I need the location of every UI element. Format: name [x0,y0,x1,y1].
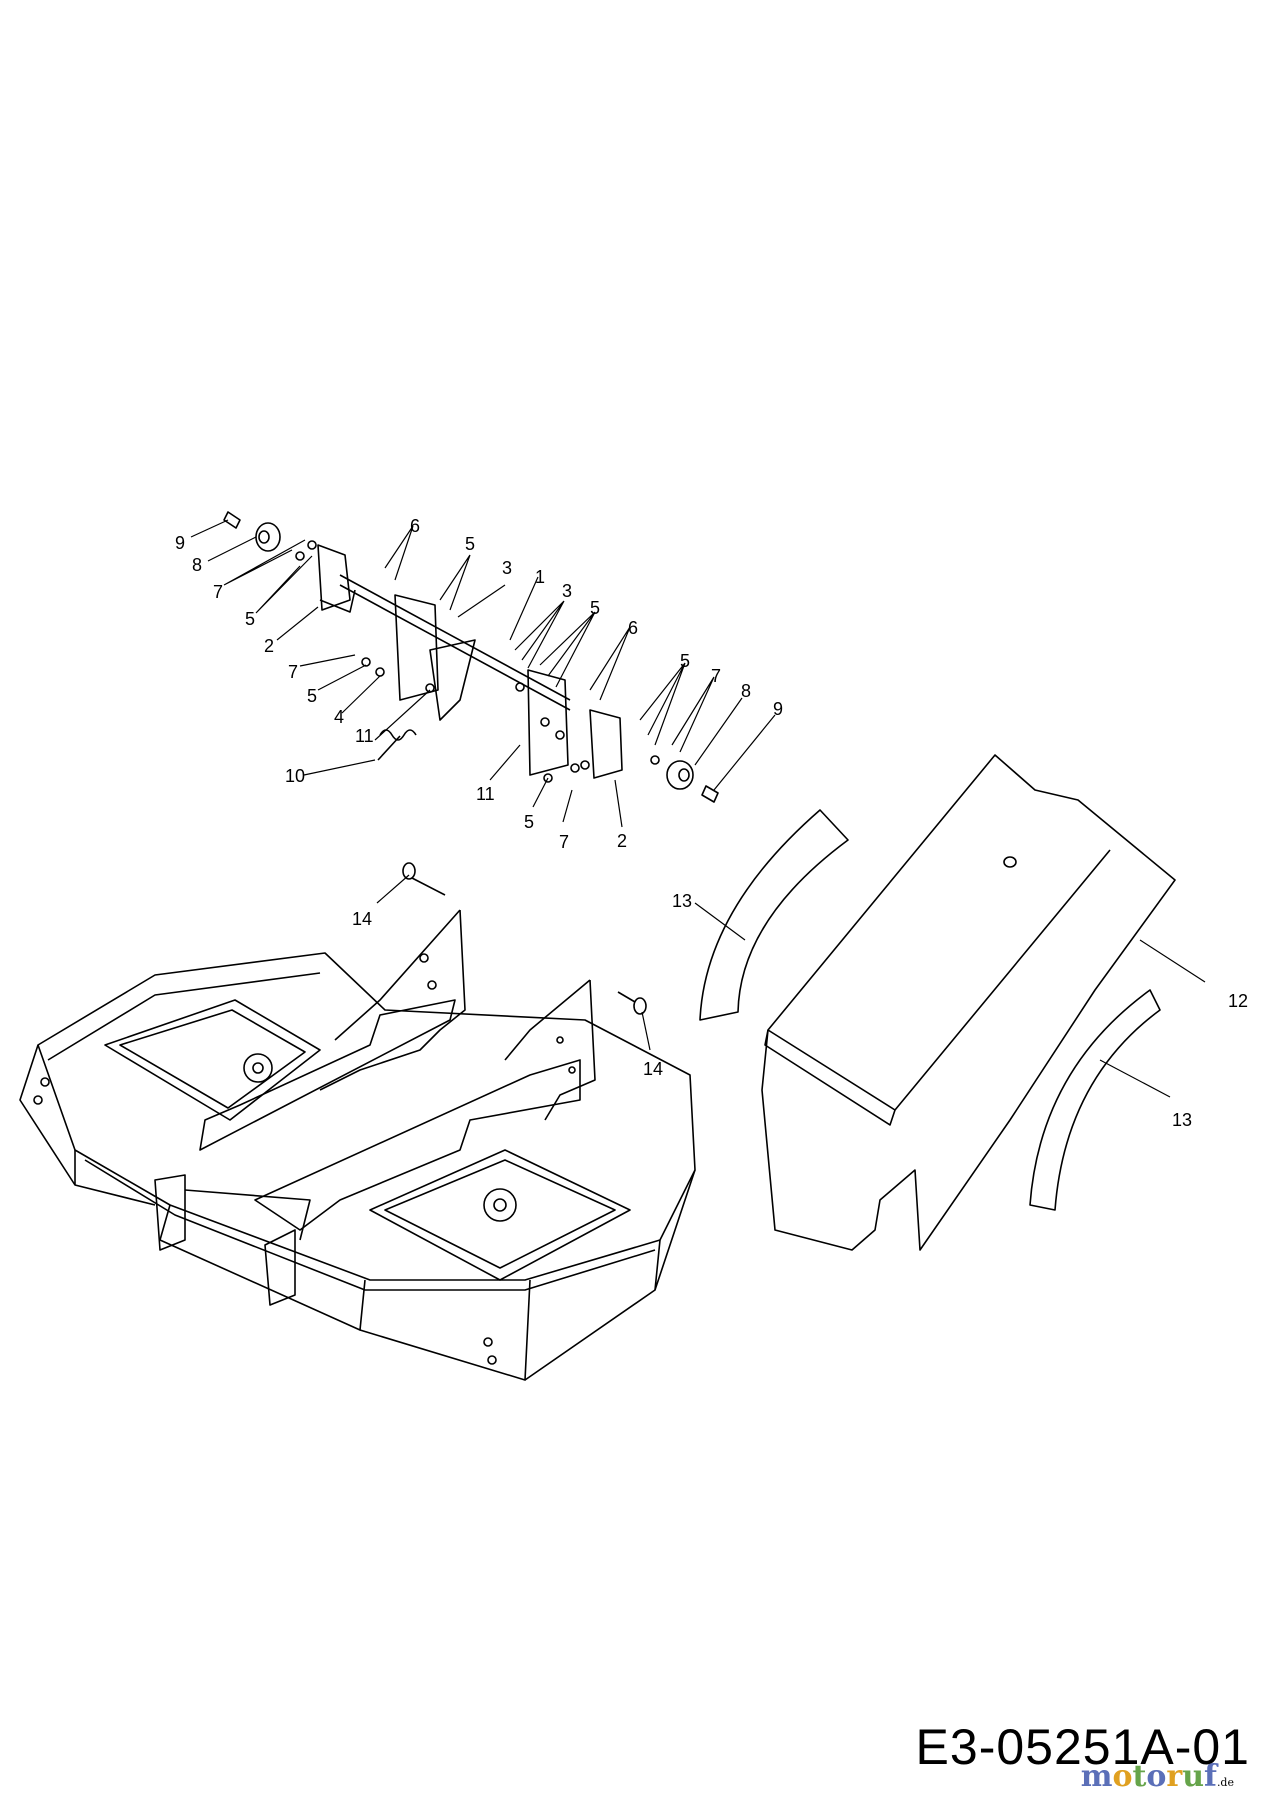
watermark-suffix: .de [1216,1776,1234,1789]
callout-label: 5 [465,534,475,554]
callout-label: 7 [559,832,569,852]
callout-label: 13 [1172,1110,1192,1130]
callout-label: 14 [643,1059,663,1079]
callout-label: 5 [307,686,317,706]
callout-label: 7 [213,582,223,602]
callout-label: 11 [476,784,495,804]
callout-label: 7 [288,662,298,682]
callout-label: 3 [562,581,572,601]
callout-label: 7 [711,666,721,686]
callout-label: 5 [590,598,600,618]
callout-label: 8 [192,555,202,575]
callout-label: 9 [773,699,783,719]
mower-deck [19,909,696,1381]
callout-label: 5 [245,609,255,629]
callout-label: 11 [355,726,374,746]
lift-linkage-assembly [223,511,719,803]
callout-labels: 9 8 7 5 2 6 5 3 1 3 5 7 5 4 11 10 6 5 7 … [175,516,1248,1130]
callout-label: 5 [680,651,690,671]
watermark-text: motoruf [1080,1759,1217,1794]
callout-label: 9 [175,533,185,553]
callout-label: 12 [1228,991,1248,1011]
callout-label: 13 [672,891,692,911]
callout-label: 6 [410,516,420,536]
callout-label: 1 [535,567,545,587]
callout-label: 10 [285,766,305,786]
callout-label: 14 [352,909,372,929]
chute-trim-strip-upper [699,809,849,1021]
chute-trim-strip-lower [1029,989,1161,1211]
watermark-logo: motoruf.de [1081,1759,1234,1794]
hitch-pin-left [402,862,446,896]
callout-label: 5 [524,812,534,832]
callout-label: 8 [741,681,751,701]
callout-label: 6 [628,618,638,638]
drawing-code: E3-05251A-01 [915,1719,1250,1775]
hitch-pin-right [617,991,647,1015]
callout-label: 3 [502,558,512,578]
discharge-chute-cover [761,754,1176,1251]
callout-label: 2 [264,636,274,656]
callout-label: 4 [334,707,344,727]
callout-label: 2 [617,831,627,851]
leader-lines [190,519,1206,1098]
